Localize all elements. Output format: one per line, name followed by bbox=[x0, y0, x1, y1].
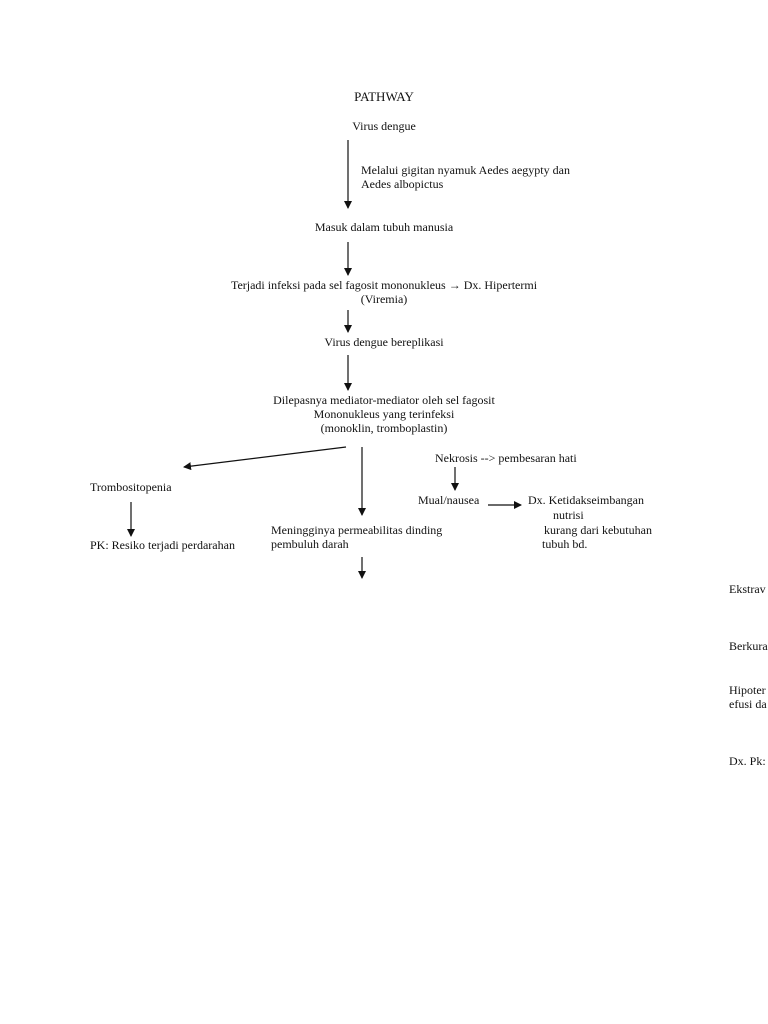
transmission-line-2: Aedes albopictus bbox=[361, 177, 444, 191]
permeabilitas-line-1: Meningginya permeabilitas dinding bbox=[271, 523, 443, 537]
mediator-line-2: Mononukleus yang terinfeksi bbox=[313, 407, 455, 421]
infeksi-line-2: (Viremia) bbox=[360, 292, 408, 306]
mediator-line-3: (monoklin, tromboplastin) bbox=[320, 421, 448, 435]
dx-nutrisi-line-2: nutrisi bbox=[553, 508, 584, 522]
infeksi-line-1: Terjadi infeksi pada sel fagosit mononuk… bbox=[230, 278, 538, 292]
page-title: PATHWAY bbox=[354, 89, 414, 104]
dx-nutrisi-line-3: kurang dari kebutuhan bbox=[544, 523, 652, 537]
right-fragment-hipoter: Hipoter bbox=[729, 683, 766, 697]
node-trombositopenia: Trombositopenia bbox=[90, 480, 172, 494]
arrow-mediator-to-trombositopenia bbox=[183, 446, 347, 471]
permeabilitas-line-2: pembuluh darah bbox=[271, 537, 349, 551]
right-fragment-berkura: Berkura bbox=[729, 639, 768, 653]
node-pk-perdarahan: PK: Resiko terjadi perdarahan bbox=[90, 538, 235, 552]
transmission-line-1: Melalui gigitan nyamuk Aedes aegypty dan bbox=[361, 163, 570, 177]
node-mual-nausea: Mual/nausea bbox=[418, 493, 480, 507]
node-virus-dengue: Virus dengue bbox=[352, 119, 416, 133]
dx-nutrisi-line-1: Dx. Ketidakseimbangan bbox=[528, 493, 644, 507]
node-nekrosis: Nekrosis --> pembesaran hati bbox=[435, 451, 577, 465]
right-fragment-ekstrav: Ekstrav bbox=[729, 582, 766, 596]
right-fragment-efusi: efusi da bbox=[729, 697, 767, 711]
dx-nutrisi-line-4: tubuh bd. bbox=[542, 537, 588, 551]
node-virus-bereplikasi: Virus dengue bereplikasi bbox=[324, 335, 444, 349]
right-fragment-dx-pk: Dx. Pk: bbox=[729, 754, 766, 768]
node-masuk-tubuh: Masuk dalam tubuh manusia bbox=[314, 220, 454, 234]
mediator-line-1: Dilepasnya mediator-mediator oleh sel fa… bbox=[273, 393, 495, 407]
